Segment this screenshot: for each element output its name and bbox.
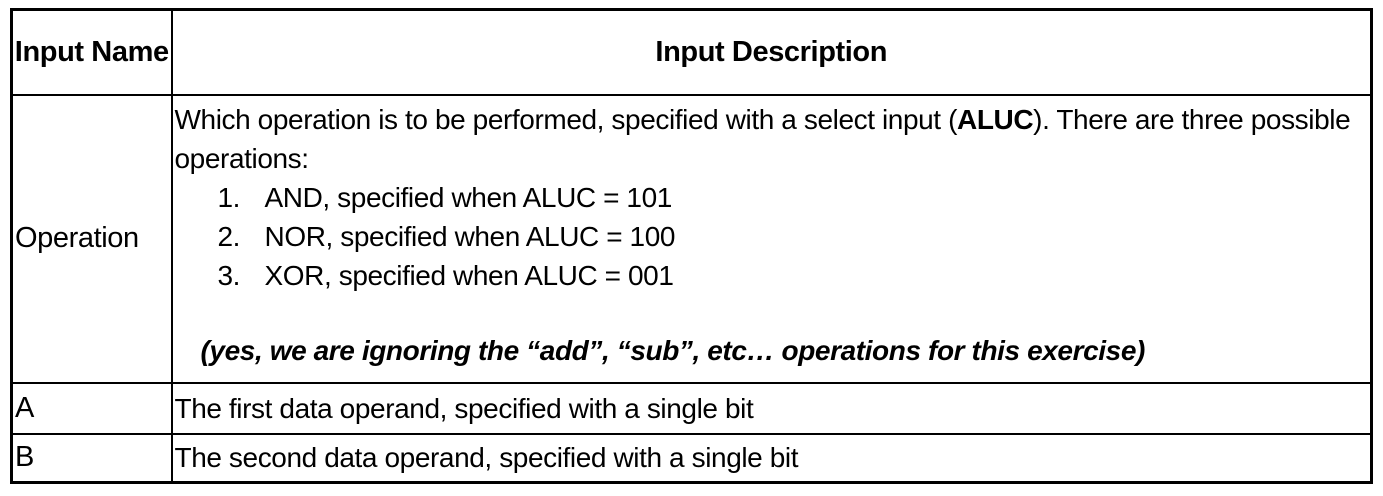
list-number: 3. bbox=[217, 259, 241, 291]
list-number: 2. bbox=[217, 220, 241, 252]
operation-intro: Which operation is to be performed, spec… bbox=[175, 100, 1371, 178]
table-row-b: B The second data operand, specified wit… bbox=[10, 432, 1373, 484]
operation-intro-after: ). There are three possible operations: bbox=[174, 103, 1351, 174]
operation-options-list: 1. AND, specified when ALUC = 101 2. NOR… bbox=[175, 178, 1371, 295]
input-description-operation: Which operation is to be performed, spec… bbox=[170, 93, 1373, 384]
operation-note: (yes, we are ignoring the “add”, “sub”, … bbox=[200, 334, 1146, 366]
table-row-operation: Operation Which operation is to be perfo… bbox=[10, 93, 1373, 384]
list-number: 1. bbox=[217, 181, 241, 213]
operation-intro-before: Which operation is to be performed, spec… bbox=[174, 103, 958, 135]
list-item-text: NOR, specified when ALUC = 100 bbox=[264, 220, 676, 252]
input-description-b: The second data operand, specified with … bbox=[170, 432, 1373, 484]
table-header-row: Input Name Input Description bbox=[10, 8, 1373, 96]
list-item-text: AND, specified when ALUC = 101 bbox=[264, 181, 673, 213]
operation-option-3: 3. XOR, specified when ALUC = 001 bbox=[175, 256, 1371, 295]
operation-intro-aluc: ALUC bbox=[957, 103, 1034, 135]
table-row-a: A The first data operand, specified with… bbox=[10, 381, 1373, 435]
input-table: Input Name Input Description Operation W… bbox=[10, 8, 1373, 484]
list-item-text: XOR, specified when ALUC = 001 bbox=[264, 259, 674, 291]
header-input-description: Input Description bbox=[170, 8, 1373, 96]
operation-option-2: 2. NOR, specified when ALUC = 100 bbox=[175, 217, 1371, 256]
input-name-operation: Operation bbox=[10, 93, 173, 384]
input-name-a: A bbox=[10, 381, 173, 435]
input-description-a: The first data operand, specified with a… bbox=[170, 381, 1373, 435]
document-page: Input Name Input Description Operation W… bbox=[10, 8, 1373, 484]
operation-option-1: 1. AND, specified when ALUC = 101 bbox=[175, 178, 1371, 217]
input-name-b: B bbox=[10, 432, 173, 484]
header-input-name: Input Name bbox=[10, 8, 173, 96]
